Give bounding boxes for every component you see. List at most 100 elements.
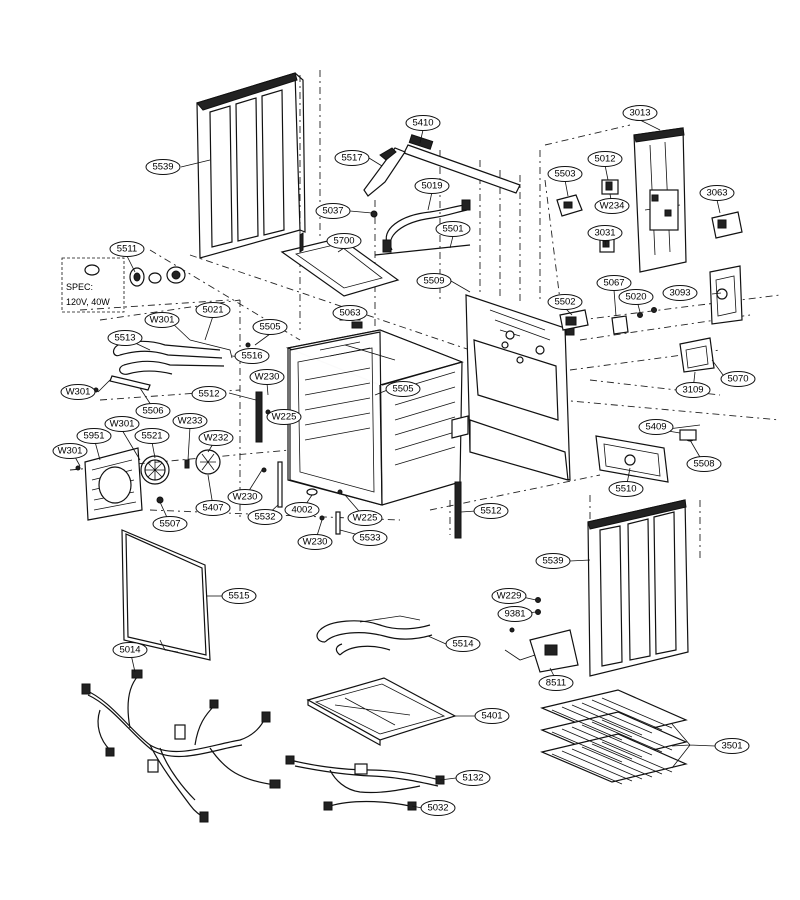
- svg-text:W232: W232: [204, 433, 229, 444]
- svg-text:5012: 5012: [594, 154, 615, 165]
- label-W301c: W301: [104, 416, 140, 432]
- drip-tray: [306, 677, 457, 747]
- spec-line-2: 120V, 40W: [66, 297, 110, 307]
- label-3031: 3031: [587, 225, 623, 241]
- door-panel-top: [196, 72, 306, 259]
- svg-text:3013: 3013: [629, 108, 650, 119]
- label-5505a: 5505: [252, 319, 288, 335]
- label-W230c: W230: [297, 534, 333, 550]
- label-5508: 5508: [686, 456, 722, 472]
- harness-5132: [285, 755, 445, 794]
- svg-text:5410: 5410: [412, 118, 433, 129]
- svg-text:5070: 5070: [727, 374, 748, 385]
- label-5512a: 5512: [191, 386, 227, 402]
- label-4002: 4002: [284, 502, 320, 518]
- label-5513: 5513: [107, 330, 143, 346]
- svg-text:5951: 5951: [83, 431, 104, 442]
- svg-text:5063: 5063: [339, 308, 360, 319]
- svg-text:5037: 5037: [322, 206, 343, 217]
- spec-note: SPEC: 120V, 40W: [66, 282, 110, 307]
- hinge: [504, 597, 579, 673]
- label-5409: 5409: [638, 419, 674, 435]
- label-3013: 3013: [622, 105, 658, 121]
- svg-text:3501: 3501: [721, 741, 742, 752]
- label-5067: 5067: [596, 275, 632, 291]
- lamp-assembly: [61, 257, 186, 313]
- svg-text:5409: 5409: [645, 422, 666, 433]
- label-5521: 5521: [134, 428, 170, 444]
- label-W230b: W230: [227, 489, 263, 505]
- svg-text:W234: W234: [600, 201, 625, 212]
- label-W232: W232: [198, 430, 234, 446]
- svg-text:3109: 3109: [682, 385, 703, 396]
- svg-text:3093: 3093: [669, 288, 690, 299]
- label-9381: 9381: [497, 606, 533, 622]
- fan-assembly: [84, 447, 221, 521]
- label-5014: 5014: [112, 642, 148, 658]
- svg-text:4002: 4002: [291, 505, 312, 516]
- label-5512b: 5512: [473, 503, 509, 519]
- label-W229: W229: [491, 588, 527, 604]
- label-5070: 5070: [720, 371, 756, 387]
- svg-text:5521: 5521: [141, 431, 162, 442]
- label-5037: 5037: [315, 203, 351, 219]
- label-3109: 3109: [675, 382, 711, 398]
- label-3093: 3093: [662, 285, 698, 301]
- svg-text:5517: 5517: [341, 153, 362, 164]
- wire-5019: [370, 199, 471, 256]
- svg-text:W301: W301: [58, 446, 83, 457]
- label-5132: 5132: [455, 770, 491, 786]
- label-W230a: W230: [249, 369, 285, 385]
- svg-text:5511: 5511: [117, 244, 137, 255]
- label-5503: 5503: [547, 166, 583, 182]
- svg-text:5512: 5512: [198, 389, 219, 400]
- label-5516: 5516: [234, 348, 270, 364]
- svg-text:5014: 5014: [119, 645, 140, 656]
- label-5410: 5410: [405, 115, 441, 131]
- svg-text:5509: 5509: [423, 276, 444, 287]
- label-5502: 5502: [547, 294, 583, 310]
- svg-text:W230: W230: [255, 372, 280, 383]
- label-5505b: 5505: [385, 381, 421, 397]
- label-W225a: W225: [266, 409, 302, 425]
- svg-text:5533: 5533: [359, 533, 380, 544]
- label-5951: 5951: [76, 428, 112, 444]
- label-W301b: W301: [60, 384, 96, 400]
- svg-text:5506: 5506: [142, 406, 163, 417]
- label-5506: 5506: [135, 403, 171, 419]
- svg-text:5401: 5401: [481, 711, 502, 722]
- label-3501: 3501: [714, 738, 750, 754]
- svg-text:5510: 5510: [615, 484, 636, 495]
- svg-text:W229: W229: [497, 591, 522, 602]
- svg-text:5508: 5508: [693, 459, 714, 470]
- door-gasket: [121, 529, 211, 661]
- main-harness: [81, 669, 281, 823]
- svg-text:W225: W225: [272, 412, 297, 423]
- label-5509: 5509: [416, 273, 452, 289]
- label-5401: 5401: [474, 708, 510, 724]
- label-W301a: W301: [144, 312, 180, 328]
- oven-racks: [540, 689, 688, 785]
- svg-text:3063: 3063: [706, 188, 727, 199]
- svg-text:W233: W233: [178, 416, 203, 427]
- label-5501: 5501: [435, 221, 471, 237]
- label-5533: 5533: [352, 530, 388, 546]
- label-W234: W234: [594, 198, 630, 214]
- label-5514: 5514: [445, 636, 481, 652]
- top-vent: [280, 232, 400, 297]
- label-3063: 3063: [699, 185, 735, 201]
- back-panel: [465, 294, 575, 481]
- svg-text:W225: W225: [353, 513, 378, 524]
- label-5507: 5507: [152, 516, 188, 532]
- svg-text:5505: 5505: [259, 322, 280, 333]
- svg-text:5503: 5503: [554, 169, 575, 180]
- svg-text:5132: 5132: [462, 773, 483, 784]
- svg-text:5407: 5407: [202, 503, 223, 514]
- part-labels: 5539 5511 5410 5517 5019 5037 5501 5700 …: [52, 105, 756, 816]
- label-5020: 5020: [618, 289, 654, 305]
- label-8511: 8511: [538, 675, 574, 691]
- svg-text:W230: W230: [303, 537, 328, 548]
- svg-text:5700: 5700: [333, 236, 354, 247]
- label-W233: W233: [172, 413, 208, 429]
- label-5539a: 5539: [145, 159, 181, 175]
